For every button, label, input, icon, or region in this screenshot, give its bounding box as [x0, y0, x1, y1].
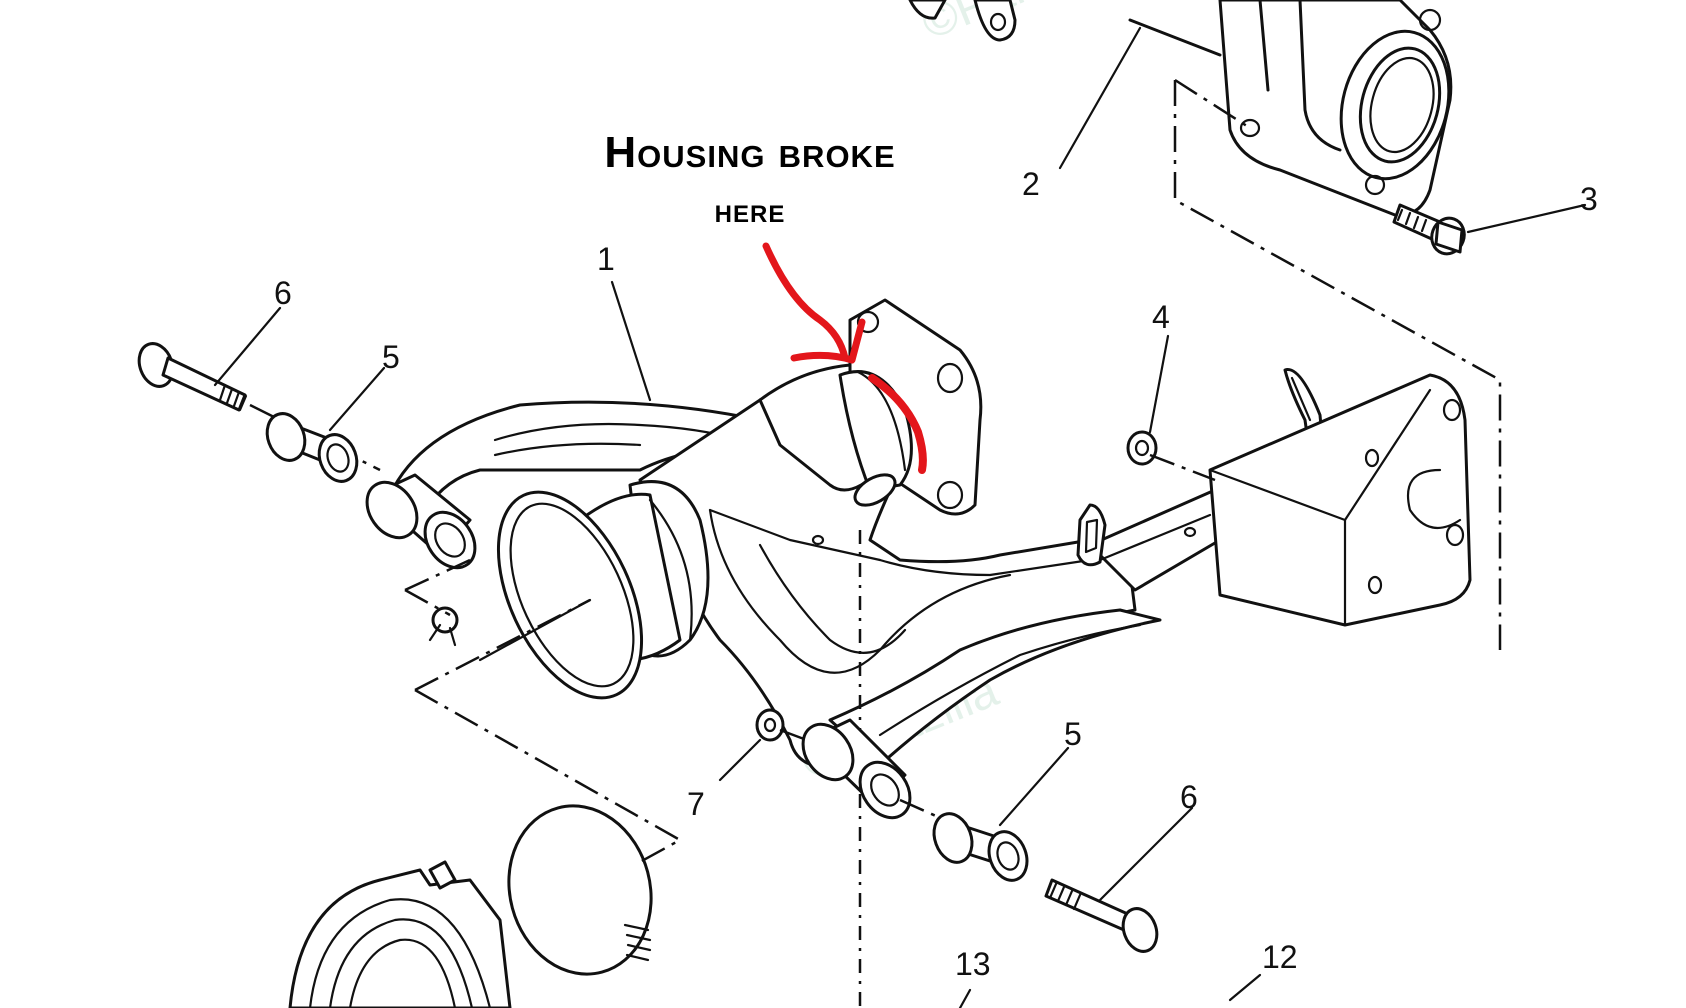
break-annotation: Housing broke here [580, 128, 920, 231]
hub-flange [838, 298, 983, 516]
callout-7: 7 [687, 786, 705, 822]
watermark-top: ©Partzilla [914, 0, 1125, 50]
part-2-hub-housing [908, 0, 1453, 217]
part-4-nut [1126, 430, 1216, 482]
pivot-boss-left [365, 473, 477, 570]
lower-boot [288, 860, 512, 1008]
annotation-line-2: here [714, 192, 786, 230]
part-6-bolt-upper [137, 342, 381, 472]
break-highlight [868, 374, 927, 474]
leader-lines [213, 26, 1587, 1008]
boot-flange [496, 480, 710, 700]
callout-3: 3 [1580, 181, 1598, 217]
frame-line-bolt3 [1174, 78, 1251, 130]
callout-6-upper: 6 [274, 275, 292, 311]
frame-line-left [404, 558, 683, 864]
callout-12: 12 [1262, 939, 1298, 975]
mount-plate [1208, 373, 1472, 627]
callout-6-lower: 6 [1180, 779, 1198, 815]
grease-fitting [428, 606, 459, 647]
part-5-bushing-upper [265, 412, 359, 483]
red-annotation [762, 242, 927, 474]
part-5-bushing-lower [932, 812, 1029, 882]
part-6-bolt-lower [1044, 878, 1159, 953]
red-arrow [762, 242, 866, 364]
part-3-bolt [1392, 203, 1466, 256]
frame-line-right [1173, 80, 1502, 650]
callout-2: 2 [1022, 166, 1040, 202]
callout-1: 1 [597, 241, 615, 277]
callout-13: 13 [955, 946, 991, 982]
callout-labels: 1 2 3 4 5 5 6 6 7 12 13 [274, 166, 1598, 982]
callout-5-upper: 5 [382, 339, 400, 375]
callout-4: 4 [1152, 299, 1170, 335]
pivot-boss-lower [801, 718, 946, 822]
annotation-line-1: Housing broke [604, 128, 896, 177]
clamp-ring [507, 804, 653, 976]
callout-5-lower: 5 [1064, 716, 1082, 752]
